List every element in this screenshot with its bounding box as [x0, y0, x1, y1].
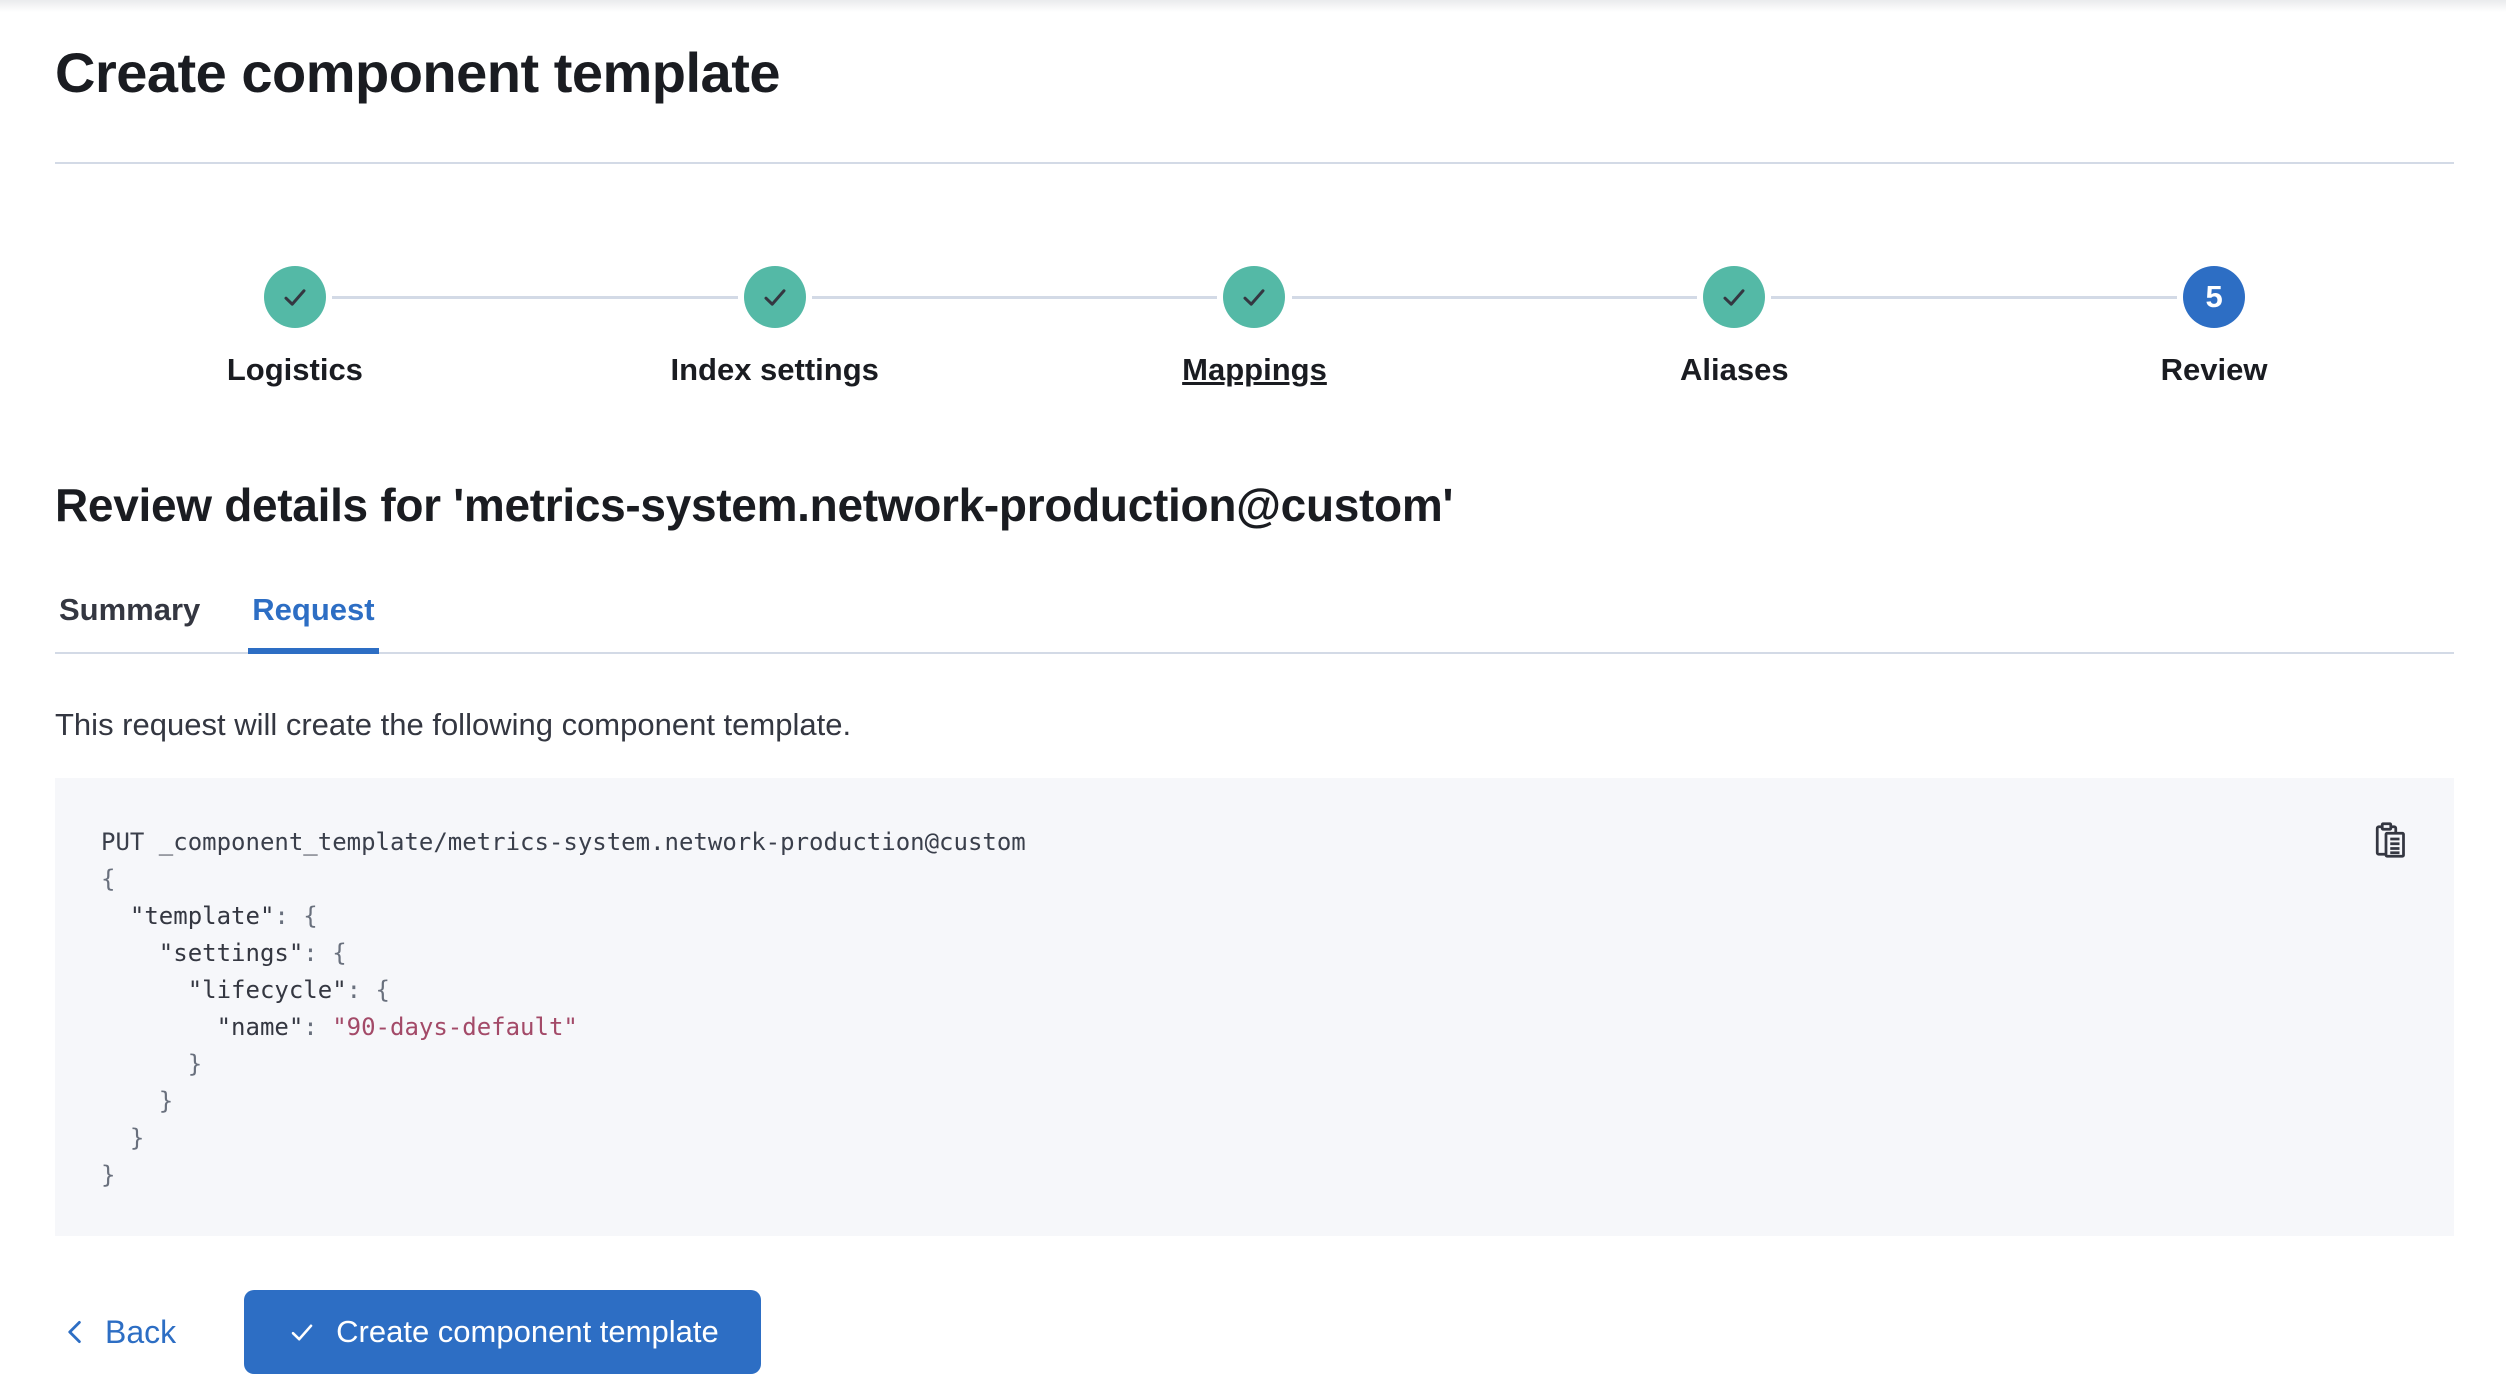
check-icon: [284, 289, 306, 306]
back-button-label: Back: [105, 1313, 177, 1350]
copy-clipboard-icon: [2375, 822, 2405, 858]
check-icon: [764, 289, 786, 306]
step-label: Aliases: [1680, 352, 1789, 387]
code-line: "name": "90-days-default": [216, 1013, 578, 1041]
header-divider: [55, 162, 2454, 164]
step-logistics[interactable]: Logistics: [55, 266, 535, 388]
copy-button[interactable]: [2366, 816, 2414, 864]
check-icon: [1723, 289, 1745, 306]
step-number-badge: 5: [2183, 266, 2246, 328]
tabs: Summary Request: [55, 592, 2454, 654]
footer-actions: Back Create component template: [55, 1290, 2454, 1374]
code-line: "lifecycle": {: [187, 976, 391, 1004]
create-button-label: Create component template: [336, 1314, 719, 1349]
step-label: Index settings: [670, 352, 879, 387]
back-button[interactable]: Back: [55, 1314, 182, 1351]
page-title: Create component template: [55, 41, 781, 104]
code-line: {: [101, 865, 116, 893]
code-line: "settings": {: [158, 939, 347, 967]
code-line: PUT _component_template/metrics-system.n…: [101, 828, 1026, 856]
step-label: Review: [2160, 352, 2268, 387]
review-heading: Review details for 'metrics-system.netwo…: [55, 479, 1454, 531]
check-icon: [1243, 289, 1265, 306]
step-label: Logistics: [226, 352, 363, 387]
step-complete-badge: [743, 266, 806, 328]
chevron-left-icon: [68, 1320, 81, 1344]
step-complete-badge: [1703, 266, 1766, 328]
code-line: "template": {: [129, 902, 318, 930]
code-line: }: [101, 1050, 203, 1078]
code-line: }: [101, 1124, 145, 1152]
code-line: }: [101, 1087, 174, 1115]
code-line: }: [101, 1161, 116, 1189]
step-complete-badge: [263, 266, 326, 328]
tab-request[interactable]: Request: [248, 592, 379, 654]
create-component-template-button[interactable]: Create component template: [244, 1290, 761, 1374]
step-aliases[interactable]: Aliases: [1494, 266, 1974, 388]
code-content: PUT _component_template/metrics-system.n…: [101, 824, 2408, 1194]
code-block: PUT _component_template/metrics-system.n…: [55, 778, 2454, 1236]
check-icon: [291, 1324, 313, 1341]
step-index-settings[interactable]: Index settings: [534, 266, 1015, 388]
step-number: 5: [2205, 279, 2223, 314]
step-mappings[interactable]: Mappings: [1014, 266, 1495, 388]
step-label: Mappings: [1182, 352, 1327, 387]
step-complete-badge: [1223, 266, 1286, 328]
request-description: This request will create the following c…: [55, 707, 852, 742]
tab-summary[interactable]: Summary: [55, 592, 204, 652]
